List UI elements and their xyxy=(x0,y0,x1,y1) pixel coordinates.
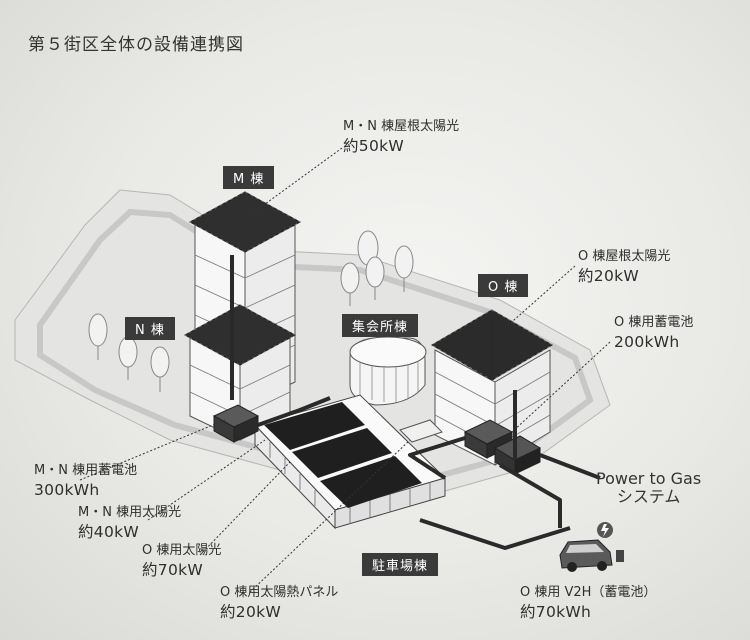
label-mn-pv: M・N 棟用太陽光 約40kW xyxy=(78,504,181,542)
equipment xyxy=(212,404,542,475)
label-name: M・N 棟用太陽光 xyxy=(78,505,182,520)
label-value: 約70kWh xyxy=(520,602,592,621)
label-o-pv: O 棟用太陽光 約70kW xyxy=(142,542,221,580)
tag-n-building: N 棟 xyxy=(125,317,175,340)
label-value: 約40kW xyxy=(78,522,140,541)
parking-pv-1 xyxy=(264,402,365,450)
site-inner xyxy=(37,208,594,492)
label-value: 約50kW xyxy=(343,136,405,155)
label-mn-battery: M・N 棟用蓄電池 300kWh xyxy=(34,462,137,500)
parking-pv-2 xyxy=(292,428,392,478)
ev-car xyxy=(559,522,624,572)
label-mn-roof-pv: M・N 棟屋根太陽光 約50kW xyxy=(343,118,459,156)
label-o-v2h: O 棟用 V2H（蓄電池） 約70kWh xyxy=(520,584,656,622)
page-title: 第５街区全体の設備連携図 xyxy=(28,35,244,55)
n-building xyxy=(183,304,297,441)
label-name: O 棟用 V2H（蓄電池） xyxy=(520,585,657,600)
label-value: 200kWh xyxy=(614,332,680,351)
tag-o-building: O 棟 xyxy=(478,274,529,297)
trees xyxy=(88,230,414,392)
tag-parking-building: 駐車場棟 xyxy=(362,553,439,576)
parking-pv-3 xyxy=(320,456,422,508)
label-o-thermal: O 棟用太陽熱パネル 約20kW xyxy=(220,584,338,622)
power-lines xyxy=(230,255,601,550)
ptg-line2: システム xyxy=(616,487,681,507)
label-value: 約20kW xyxy=(220,602,282,621)
label-o-roof-pv: O 棟屋根太陽光 約20kW xyxy=(578,248,670,286)
label-value: 約20kW xyxy=(578,266,640,285)
label-name: M・N 棟屋根太陽光 xyxy=(343,119,460,134)
label-o-battery: O 棟用蓄電池 200kWh xyxy=(614,314,693,352)
label-value: 約70kW xyxy=(142,560,204,579)
label-name: O 棟屋根太陽光 xyxy=(578,249,671,264)
power-to-gas-label: Power to Gas システム xyxy=(596,469,702,507)
tag-m-building: M 棟 xyxy=(223,166,275,189)
hall-building xyxy=(349,336,427,406)
leader-lines xyxy=(79,147,611,593)
label-name: M・N 棟用蓄電池 xyxy=(34,463,138,478)
ptg-line1: Power to Gas xyxy=(596,469,702,488)
tag-hall-building: 集会所棟 xyxy=(342,314,419,337)
parking-building xyxy=(254,394,446,530)
label-name: O 棟用蓄電池 xyxy=(614,315,694,330)
label-name: O 棟用太陽光 xyxy=(142,543,222,558)
label-name: O 棟用太陽熱パネル xyxy=(220,585,339,600)
label-value: 300kWh xyxy=(34,480,100,499)
